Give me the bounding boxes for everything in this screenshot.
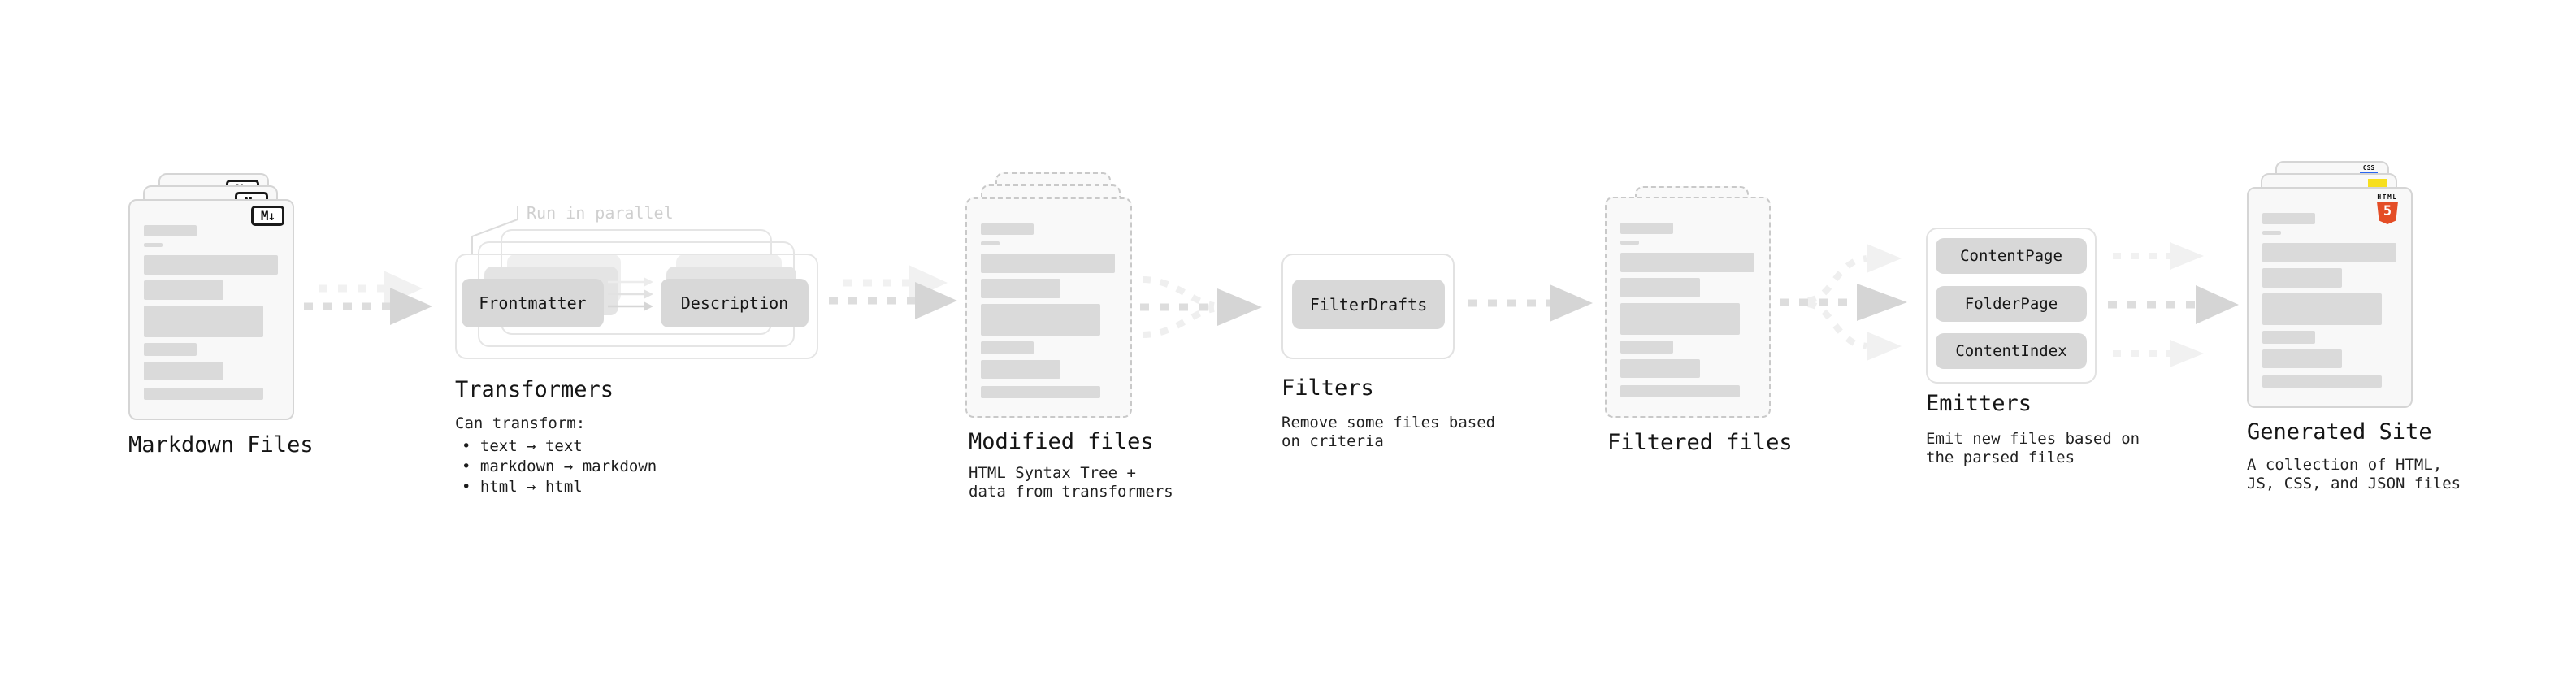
text-placeholder-bar [2262, 213, 2315, 224]
text-placeholder-bar [1620, 223, 1673, 234]
generated-site-description: A collection of HTML, JS, CSS, and JSON … [2247, 456, 2461, 493]
generated-file-card-html: HTML 5 [2247, 187, 2413, 408]
text-placeholder-bar [1620, 241, 1639, 245]
modified-file-card-front [965, 197, 1132, 418]
text-placeholder-bar [981, 360, 1060, 379]
text-placeholder-bar [1620, 359, 1700, 378]
description-line: on criteria [1281, 432, 1384, 450]
description-line: the parsed files [1926, 449, 2075, 466]
run-in-parallel-note: Run in parallel [527, 203, 674, 223]
emitters-label: Emitters [1926, 391, 2032, 416]
description-line: HTML Syntax Tree + [969, 464, 1136, 482]
arrow-modified-to-filters [1140, 276, 1262, 338]
text-placeholder-bar [981, 241, 1000, 245]
text-placeholder-bar [1620, 253, 1754, 272]
filtered-files-label: Filtered files [1607, 430, 1793, 455]
filters-label: Filters [1281, 375, 1374, 401]
markdown-file-card-front: M↓ [128, 199, 294, 420]
text-placeholder-bar [144, 225, 197, 236]
markdown-files-label: Markdown Files [128, 432, 314, 458]
arrow-filtered-to-emitters [1780, 244, 1907, 361]
text-placeholder-bar [1620, 278, 1700, 297]
contentindex-node: ContentIndex [1936, 333, 2087, 369]
filterdrafts-node: FilterDrafts [1292, 280, 1445, 329]
text-placeholder-bar [144, 388, 263, 400]
text-placeholder-bar [2262, 231, 2281, 235]
emitters-description: Emit new files based on the parsed files [1926, 430, 2140, 467]
transformer-frame-front [455, 254, 818, 359]
arrow-emitters-to-generated [2108, 242, 2239, 367]
transformers-sub-heading: Can transform: [455, 414, 586, 432]
modified-files-label: Modified files [969, 429, 1154, 454]
text-placeholder-bar [981, 254, 1115, 273]
arrow-transformers-to-modified [829, 265, 957, 319]
filtered-file-card-front [1605, 197, 1771, 418]
text-placeholder-bar [1620, 340, 1673, 354]
description-line: Emit new files based on [1926, 430, 2140, 448]
capability-item: text → text [462, 436, 657, 457]
text-placeholder-bar [2262, 243, 2396, 262]
html5-icon-shield: 5 [2377, 202, 2398, 224]
capability-item: markdown → markdown [462, 457, 657, 477]
text-placeholder-bar [144, 306, 263, 337]
frontmatter-node: Frontmatter [462, 279, 604, 327]
text-placeholder-bar [144, 362, 223, 380]
description-line: Remove some files based [1281, 414, 1496, 432]
text-placeholder-bar [2262, 331, 2315, 344]
description-line: JS, CSS, and JSON files [2247, 475, 2461, 492]
transformers-capabilities-list: text → text markdown → markdown html → h… [462, 436, 657, 497]
text-placeholder-bar [1620, 385, 1740, 397]
html5-icon: HTML 5 [2372, 193, 2403, 224]
text-placeholder-bar [981, 304, 1100, 336]
note-callout-line [471, 206, 518, 255]
html5-icon-number: 5 [2383, 203, 2392, 219]
generated-site-label: Generated Site [2247, 419, 2432, 445]
css-icon-label: CSS [2362, 164, 2375, 171]
text-placeholder-bar [2262, 268, 2342, 288]
text-placeholder-bar [2262, 375, 2382, 388]
text-placeholder-bar [144, 243, 163, 247]
description-node: Description [661, 279, 809, 327]
text-placeholder-bar [981, 386, 1100, 398]
folderpage-node: FolderPage [1936, 286, 2087, 322]
text-placeholder-bar [981, 223, 1034, 235]
description-line: data from transformers [969, 483, 1173, 501]
text-placeholder-bar [981, 279, 1060, 298]
filters-description: Remove some files based on criteria [1281, 414, 1495, 451]
arrow-filters-to-filtered [1468, 284, 1593, 322]
capability-item: html → html [462, 477, 657, 497]
contentpage-node: ContentPage [1936, 238, 2087, 274]
description-line: A collection of HTML, [2247, 456, 2443, 474]
text-placeholder-bar [144, 280, 223, 300]
text-placeholder-bar [144, 343, 197, 356]
transform-flow-arrows [608, 277, 653, 311]
text-placeholder-bar [2262, 293, 2382, 325]
arrow-markdown-to-transformers [304, 271, 432, 325]
text-placeholder-bar [1620, 303, 1740, 335]
modified-files-description: HTML Syntax Tree + data from transformer… [969, 464, 1173, 501]
text-placeholder-bar [981, 341, 1034, 354]
text-placeholder-bar [2262, 349, 2342, 368]
text-placeholder-bar [144, 255, 278, 275]
markdown-icon: M↓ [251, 206, 284, 226]
javascript-icon [2368, 179, 2387, 189]
html5-icon-caption: HTML [2377, 193, 2398, 201]
transformers-label: Transformers [455, 377, 614, 402]
